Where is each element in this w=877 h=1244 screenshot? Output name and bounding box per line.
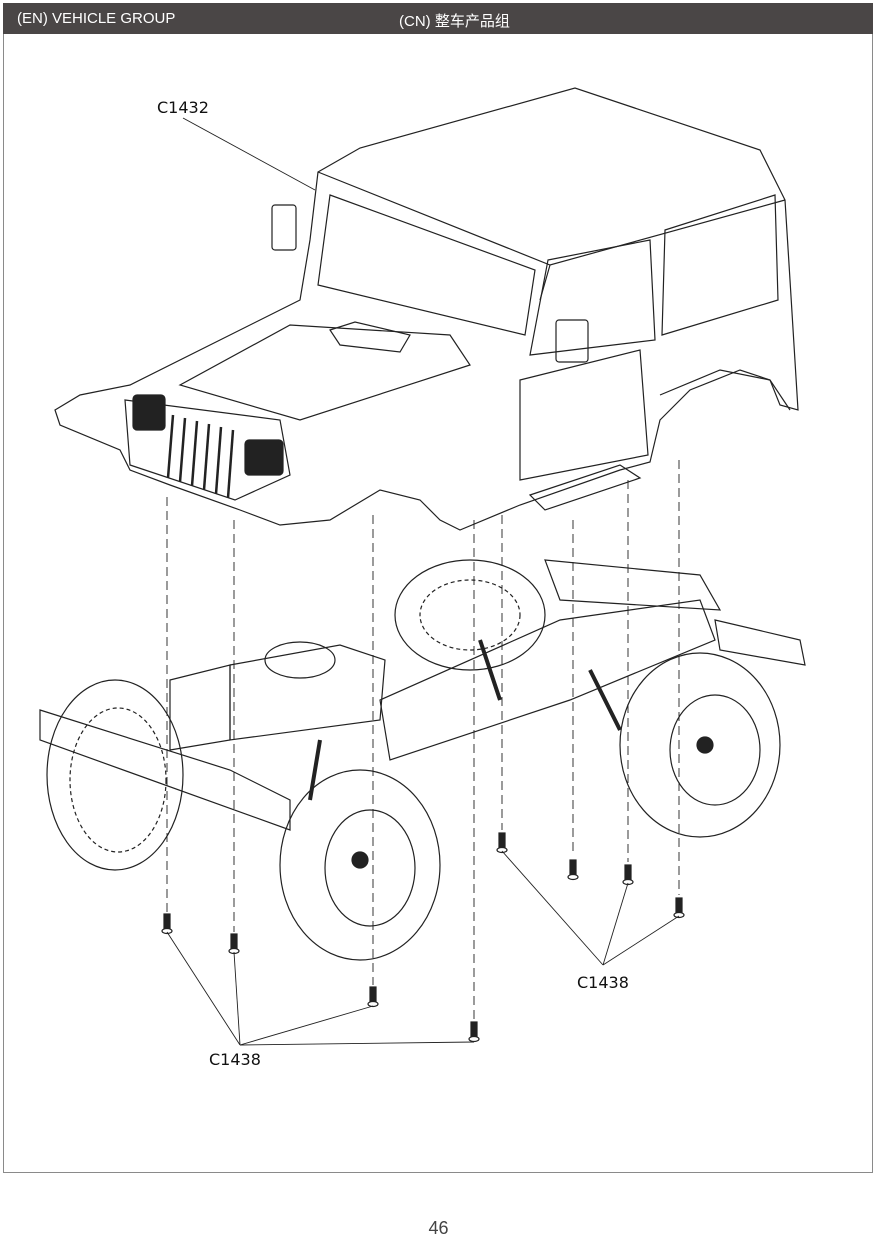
screw <box>622 864 634 886</box>
screw <box>367 986 379 1008</box>
page-number: 46 <box>428 1218 449 1238</box>
screws <box>161 832 685 1043</box>
wheel-rear-left <box>394 559 546 671</box>
chassis <box>39 559 806 961</box>
wheel-front-right <box>279 769 441 961</box>
wheel-front-left <box>46 679 184 871</box>
screw <box>161 913 173 935</box>
screw <box>228 933 240 955</box>
header-en-title: (EN) VEHICLE GROUP <box>17 10 176 27</box>
part-label-body: C1432 <box>157 98 209 117</box>
screw <box>567 859 579 881</box>
leader-lines <box>166 117 680 1046</box>
header-cn-title: (CN) 整车产品组 <box>399 13 510 30</box>
screw <box>673 897 685 919</box>
body-shell <box>54 87 799 531</box>
alignment-lines <box>166 460 680 1020</box>
part-label-screws-right: C1438 <box>577 973 629 992</box>
screw <box>468 1021 480 1043</box>
wheel-rear-right <box>619 652 781 838</box>
part-label-screws-left: C1438 <box>209 1050 261 1069</box>
section-header: (EN) VEHICLE GROUP (CN) 整车产品组 <box>3 3 873 34</box>
screw <box>496 832 508 854</box>
